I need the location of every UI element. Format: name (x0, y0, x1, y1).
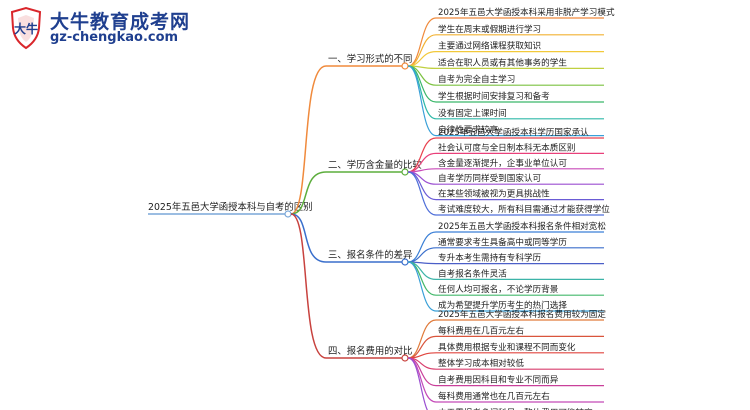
leaf-node-label: 自考为完全自主学习 (438, 73, 515, 85)
leaf-node-label: 具体费用根据专业和课程不同而变化 (438, 341, 576, 353)
branch-connector (290, 213, 327, 359)
leaf-node-label: 每科费用通常也在几百元左右 (438, 390, 550, 402)
leaf-node-label: 2025年五邑大学函授本科学历国家承认 (438, 126, 589, 138)
site-logo[interactable]: 大牛 大牛教育成考网 gz-chengkao.com (6, 6, 206, 50)
leaf-node-label: 学生在周末或假期进行学习 (438, 23, 541, 35)
leaf-node-label: 每科费用在几百元左右 (438, 324, 524, 336)
leaf-node-label: 由于需报考多门科目，整体费用可能较高 (438, 406, 593, 410)
leaf-node-label: 自考费用因科目和专业不同而异 (438, 374, 559, 386)
leaf-node-label: 专升本考生需持有专科学历 (438, 252, 542, 264)
leaf-node-label: 通常要求考生具备高中或同等学历 (438, 236, 567, 248)
branch-node-label: 四、报名费用的对比 (328, 345, 412, 357)
leaf-node-label: 没有固定上课时间 (438, 107, 507, 119)
branch-node-connector (401, 168, 409, 176)
branch-node-connector (401, 62, 409, 70)
logo-url: gz-chengkao.com (50, 30, 179, 45)
leaf-node-label: 社会认可度与全日制本科无本质区别 (438, 141, 576, 153)
branch-connector (290, 65, 327, 215)
logo-mark-text: 大牛 (14, 21, 38, 36)
leaf-node-label: 在某些领域被视为更具挑战性 (438, 188, 550, 200)
leaf-node-label: 主要通过网络课程获取知识 (438, 40, 542, 52)
logo-title: 大牛教育成考网 (50, 11, 191, 33)
leaf-connector (407, 65, 437, 120)
leaf-node-label: 自考学历同样受到国家认可 (438, 172, 542, 184)
leaf-node-label: 2025年五邑大学函授本科报名费用较为固定 (438, 308, 606, 320)
leaf-connector (407, 34, 437, 67)
leaf-node-label: 适合在职人员或有其他事务的学生 (438, 56, 567, 68)
branch-node-label: 二、学历含金量的比较 (328, 159, 422, 171)
leaf-node-label: 考试难度较大，所有科目需通过才能获得学位 (438, 203, 610, 215)
root-node-connector (284, 210, 292, 218)
leaf-node-label: 任何人均可报名，不论学历背景 (438, 283, 559, 295)
leaf-node-label: 2025年五邑大学函授本科采用非脱产学习模式 (438, 6, 615, 18)
leaf-node-label: 自考报名条件灵活 (438, 267, 507, 279)
logo-mark-icon: 大牛 (10, 6, 42, 50)
leaf-connector (407, 171, 437, 216)
leaf-node-label: 成为希望提升学历考生的热门选择 (438, 299, 567, 311)
branch-node-connector (401, 354, 409, 362)
leaf-node-label: 学生根据时间安排复习和备考 (438, 90, 550, 102)
leaf-node-label: 整体学习成本相对较低 (438, 357, 524, 369)
branch-connector (290, 213, 327, 263)
branch-node-label: 一、学习形式的不同 (328, 53, 412, 65)
leaf-connector (407, 65, 437, 137)
leaf-node-label: 自律性要求较高 (438, 124, 499, 136)
root-node-label: 2025年五邑大学函授本科与自考的区别 (148, 201, 313, 213)
branch-node-label: 三、报名条件的差异 (328, 249, 412, 261)
leaf-node-label: 含金量逐渐提升，企事业单位认可 (438, 157, 567, 169)
leaf-connector (407, 357, 429, 410)
branch-node-connector (401, 258, 409, 266)
branch-connector (290, 171, 327, 215)
leaf-connector (407, 261, 437, 312)
leaf-node-label: 2025年五邑大学函授本科报名条件相对宽松 (438, 220, 606, 232)
